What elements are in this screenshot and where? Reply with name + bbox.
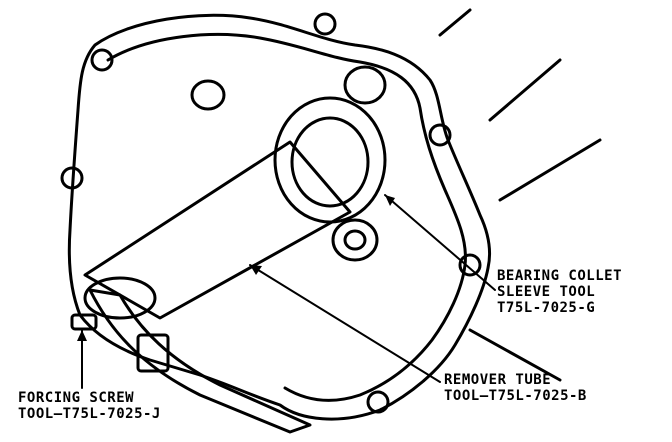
forcing-screw-line1: FORCING SCREW [18, 390, 135, 406]
bearing-collet-line3: T75L-7025-G [497, 300, 596, 316]
housing-inner-lip [106, 33, 467, 402]
bearing-bore [331, 218, 379, 262]
arrowhead-remover [250, 265, 262, 275]
forcing-screw-line2: TOOL—T75L-7025-J [18, 406, 161, 422]
wrench-grip [136, 333, 170, 373]
casting-right [438, 8, 602, 382]
upper-bore [343, 65, 387, 105]
remover-tube-line1: REMOVER TUBE [444, 372, 552, 388]
leader-remover-tube [249, 264, 441, 383]
remover-tube-line2: TOOL—T75L-7025-B [444, 388, 587, 404]
forcing-screw-label: FORCING SCREW TOOL—T75L-7025-J [18, 390, 161, 422]
bearing-collet-line1: BEARING COLLET [497, 268, 623, 284]
bearing-collet-line2: SLEEVE TOOL [497, 284, 596, 300]
forcing-screw [70, 313, 98, 331]
collet-sleeve-ring-inner [290, 116, 370, 208]
bearing-collet-label: BEARING COLLET SLEEVE TOOL T75L-7025-G [497, 268, 622, 316]
wrench-handle [88, 288, 312, 434]
bolt-lug-6 [366, 390, 390, 414]
housing-outline [67, 13, 492, 421]
bolt-lug-1 [90, 48, 114, 72]
bolt-lug-5 [458, 253, 482, 277]
leader-bearing-collet [384, 194, 496, 291]
bolt-lug-3 [313, 12, 337, 36]
arrowhead-forcing [77, 330, 87, 341]
housing-boss [190, 79, 226, 111]
remover-tube-end [83, 276, 157, 320]
bolt-lug-4 [428, 123, 452, 147]
remover-tube-label: REMOVER TUBE TOOL—T75L-7025-B [444, 372, 587, 404]
remover-tube-body [83, 140, 352, 320]
bearing-bore-inner [343, 229, 367, 251]
arrowhead-bearing [385, 195, 395, 206]
bolt-lug-2 [60, 166, 84, 190]
